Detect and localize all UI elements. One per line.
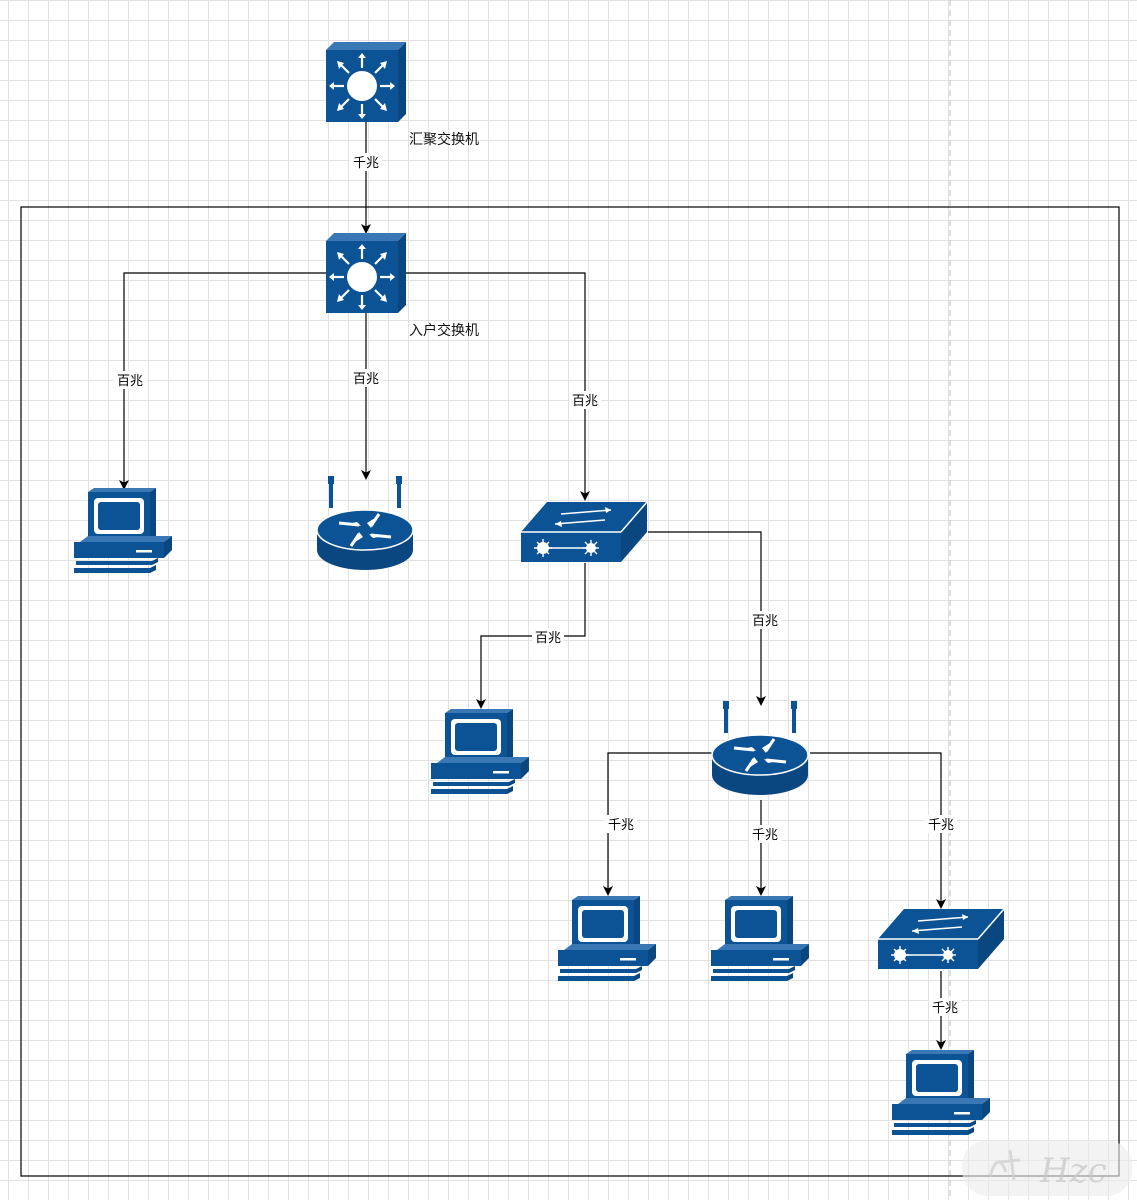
switch-icon: [877, 908, 1005, 970]
node-label-access-switch: 入户交换机: [409, 322, 479, 339]
pc-icon: [558, 896, 656, 981]
pc-icon: [74, 488, 172, 573]
node-pc-3[interactable]: [558, 896, 656, 981]
edge-router-2-to-switch-2[interactable]: [810, 752, 946, 909]
node-pc-4[interactable]: [711, 896, 809, 981]
watermark-text: Hzc: [1039, 1151, 1107, 1191]
edge-router-2-to-pc-3[interactable]: [603, 752, 712, 896]
node-label-agg-switch: 汇聚交换机: [409, 131, 479, 148]
edge-label-switch-1-to-router-2: 百兆: [752, 614, 778, 629]
edge-switch-1-to-router-2[interactable]: [648, 531, 766, 706]
edge-label-access-to-switch-1: 百兆: [572, 394, 598, 409]
edge-label-router-2-to-switch-2: 千兆: [928, 818, 954, 833]
node-agg-switch[interactable]: 汇聚交换机: [324, 40, 479, 148]
pc-icon: [892, 1050, 990, 1135]
watermark: Hzc: [962, 1140, 1132, 1196]
node-switch-2[interactable]: [877, 908, 1005, 970]
edges-layer: [119, 122, 946, 1050]
pc-icon: [431, 709, 529, 794]
edge-labels: 千兆 百兆 百兆 百兆 百兆 百兆 千兆 千兆 千兆 千兆: [114, 153, 961, 1016]
pc-icon: [711, 896, 809, 981]
edge-access-to-switch-1[interactable]: [406, 272, 590, 501]
wireless-router-icon: [710, 699, 810, 797]
edge-label-agg-to-access: 千兆: [353, 156, 379, 171]
node-pc-2[interactable]: [431, 709, 529, 794]
edge-access-to-pc-1[interactable]: [119, 272, 326, 490]
node-router-1[interactable]: [315, 474, 415, 572]
node-pc-5[interactable]: [892, 1050, 990, 1135]
edge-label-router-2-to-pc-4: 千兆: [752, 828, 778, 843]
layer3-switch-icon: [324, 231, 408, 315]
edge-label-access-to-pc-1: 百兆: [117, 374, 143, 389]
node-switch-1[interactable]: [520, 501, 648, 563]
edge-label-access-to-router-1: 百兆: [353, 372, 379, 387]
node-access-switch[interactable]: 入户交换机: [324, 231, 479, 339]
edge-label-switch-2-to-pc-5: 千兆: [932, 1001, 958, 1016]
wireless-router-icon: [315, 474, 415, 572]
node-router-2[interactable]: [710, 699, 810, 797]
boundary-container[interactable]: [20, 206, 1120, 1177]
edge-label-router-2-to-pc-3: 千兆: [608, 818, 634, 833]
node-pc-1[interactable]: [74, 488, 172, 573]
layer3-switch-icon: [324, 40, 408, 124]
switch-icon: [520, 501, 648, 563]
edge-label-switch-1-to-pc-2: 百兆: [535, 631, 561, 646]
